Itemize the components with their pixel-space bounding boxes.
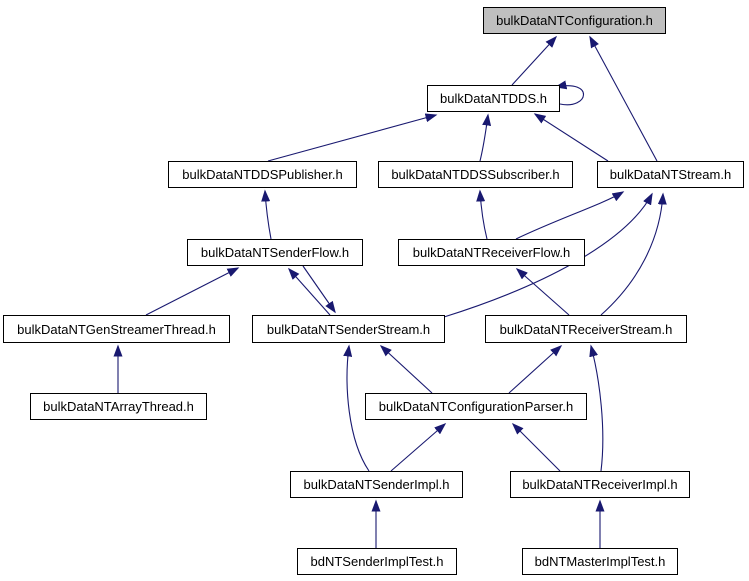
node-stream[interactable]: bulkDataNTStream.h [597,161,744,188]
node-ddssubscriber[interactable]: bulkDataNTDDSSubscriber.h [378,161,573,188]
node-genstreamerthread[interactable]: bulkDataNTGenStreamerThread.h [3,315,230,343]
edge-receiverstream-to-receiverflow [515,268,570,316]
node-senderflow[interactable]: bulkDataNTSenderFlow.h [187,239,363,266]
node-receiverimpl[interactable]: bulkDataNTReceiverImpl.h [510,471,690,498]
edge-dds-to-configuration [511,35,558,86]
node-arraythread[interactable]: bulkDataNTArrayThread.h [30,393,207,420]
edge-senderstream-to-senderflow [288,267,331,316]
node-sendertest[interactable]: bdNTSenderImplTest.h [297,548,457,575]
edge-configparser-to-senderstream [379,344,433,394]
edge-senderflow-to-ddspublisher [261,189,272,240]
node-mastertest[interactable]: bdNTMasterImplTest.h [522,548,678,575]
edge-receiverimpl-to-configparser [511,422,561,472]
node-configuration[interactable]: bulkDataNTConfiguration.h [483,7,666,34]
edge-ddssubscriber-to-dds [479,113,492,162]
edge-receiverstream-to-stream [600,192,667,316]
edge-receiverimpl-to-receiverstream [589,344,604,472]
edge-stream-to-configuration [589,35,658,162]
edge-senderimpl-to-senderstream [343,344,370,472]
node-receiverstream[interactable]: bulkDataNTReceiverStream.h [485,315,687,343]
edge-genstreamerthread-to-senderflow [145,267,240,316]
node-senderimpl[interactable]: bulkDataNTSenderImpl.h [290,471,463,498]
node-ddspublisher[interactable]: bulkDataNTDDSPublisher.h [168,161,357,188]
node-configparser[interactable]: bulkDataNTConfigurationParser.h [365,393,587,420]
edge-receiverflow-to-stream [515,191,625,240]
edge-configparser-to-receiverstream [508,344,563,394]
node-dds[interactable]: bulkDataNTDDS.h [427,85,560,112]
node-receiverflow[interactable]: bulkDataNTReceiverFlow.h [398,239,585,266]
edge-dds-to-dds [554,80,584,106]
edge-stream-to-dds [533,113,609,162]
edge-ddspublisher-to-dds [267,113,438,162]
edge-senderimpl-to-configparser [390,423,447,472]
node-senderstream[interactable]: bulkDataNTSenderStream.h [252,315,445,343]
edge-receiverflow-to-ddssubscriber [476,189,488,240]
edge-senderflow-to-senderstream [302,265,336,314]
